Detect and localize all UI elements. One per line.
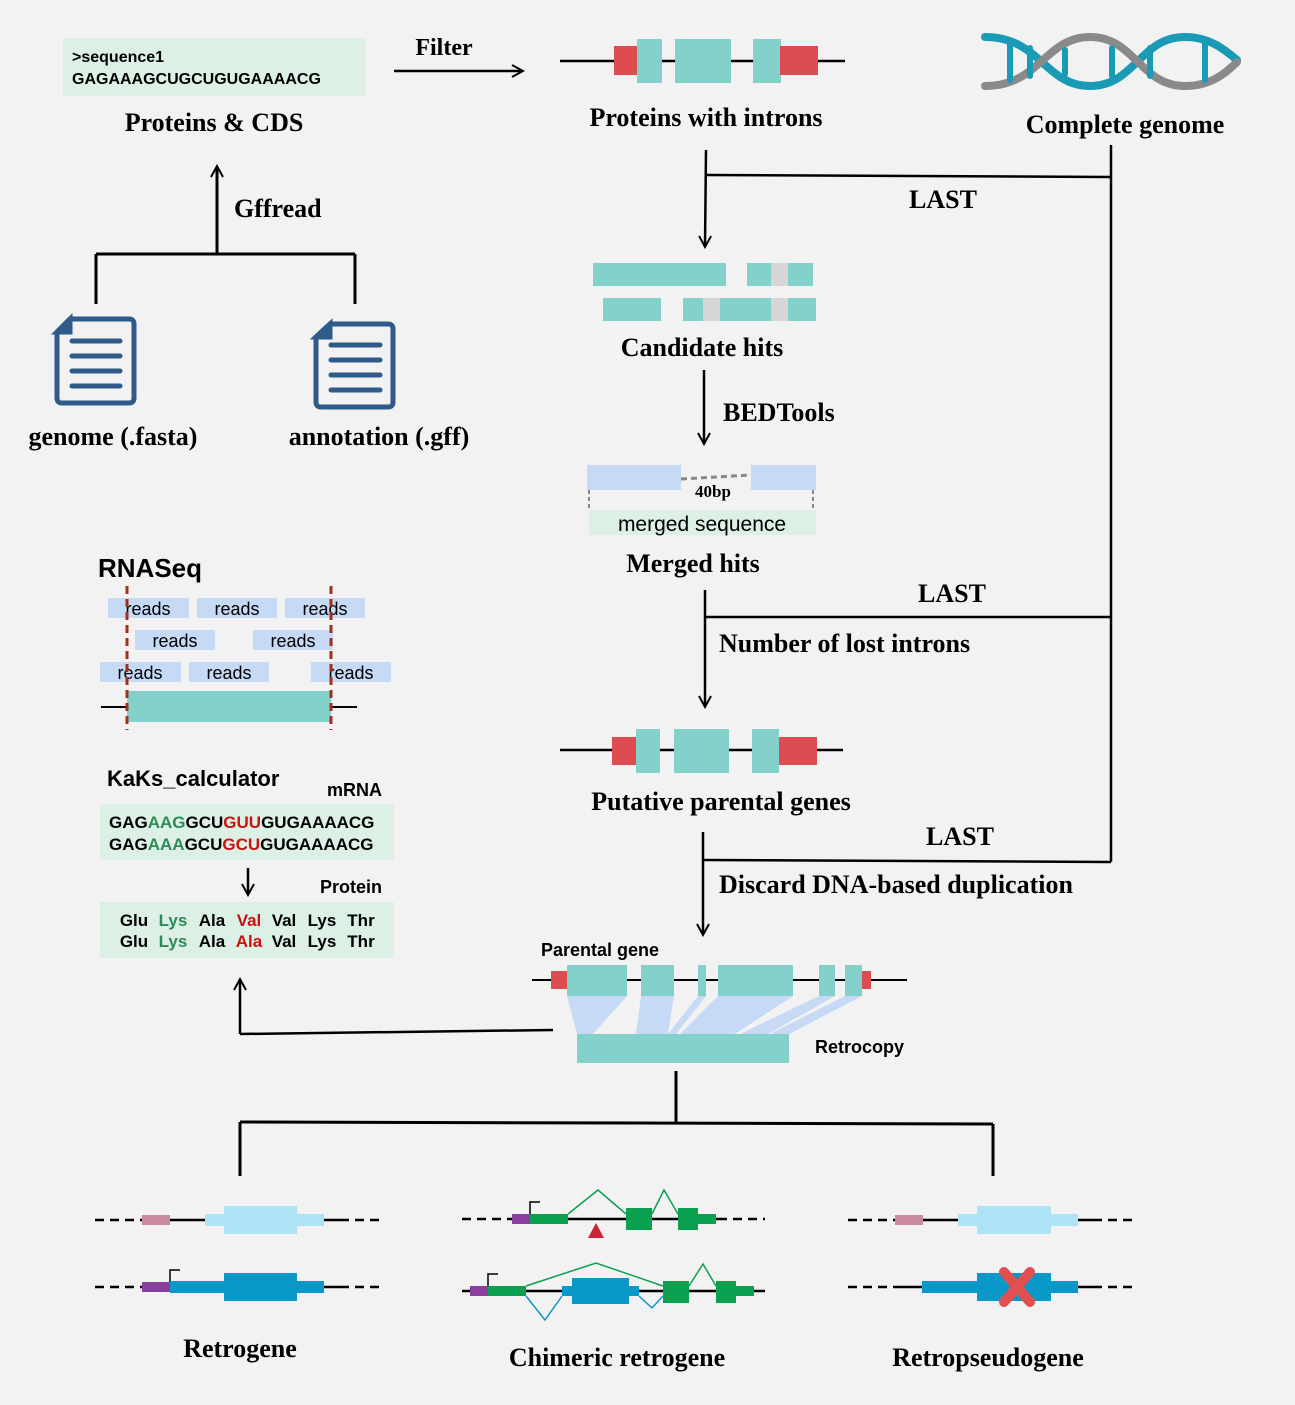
chimeric-label: Chimeric retrogene (509, 1343, 725, 1372)
protein-box (100, 902, 394, 958)
candidate-hits-label: Candidate hits (621, 333, 784, 362)
retrogene-label: Retrogene (183, 1334, 297, 1363)
rnaseq-read-labels: reads reads reads reads reads reads read… (117, 599, 373, 683)
annotation-label: annotation (.gff) (289, 422, 470, 451)
genome-document-icon (50, 312, 137, 406)
svg-text:Lys: Lys (159, 911, 188, 930)
retrocopy-label: Retrocopy (815, 1037, 904, 1057)
cross-icon (999, 1267, 1035, 1307)
annotation-document-icon (309, 318, 396, 410)
sequence-box: >sequence1 GAGAAAGCUGCUGUGAAAACG (63, 38, 366, 96)
gap-label: 40bp (695, 482, 731, 501)
kaks-title: KaKs_calculator (107, 766, 280, 791)
discard-label: Discard DNA-based duplication (719, 870, 1073, 899)
svg-text:Glu: Glu (120, 911, 148, 930)
promoter-arrow-icon (169, 1269, 180, 1282)
read-label: reads (302, 599, 347, 619)
proteins-with-introns-gene (560, 39, 845, 83)
read-label: reads (152, 631, 197, 651)
mrna-seq-2: GAGAAAGCUGCUGUGAAAACG (109, 835, 373, 854)
svg-text:Thr: Thr (347, 932, 375, 951)
gffread-tree (94, 167, 357, 304)
last-label-3: LAST (926, 822, 994, 851)
promoter-arrow-icon (487, 1273, 498, 1286)
rnaseq-title: RNASeq (98, 553, 202, 583)
protein-label: Protein (320, 877, 382, 897)
proteins-cds-label: Proteins & CDS (125, 108, 304, 137)
last-arrow-1 (705, 149, 706, 246)
mrna-box (100, 804, 394, 860)
outcome-tree (238, 1071, 995, 1176)
filter-label: Filter (415, 35, 473, 61)
svg-text:Val: Val (272, 911, 297, 930)
retropseudogene-label: Retropseudogene (892, 1343, 1084, 1372)
read-label: reads (117, 663, 162, 683)
svg-text:Val: Val (272, 932, 297, 951)
last-label-1: LAST (909, 185, 977, 214)
complete-genome-label: Complete genome (1026, 110, 1225, 139)
putative-parental-gene (560, 729, 843, 773)
genome-connector-lines (702, 145, 1113, 864)
promoter-arrow-icon (529, 1201, 540, 1214)
svg-text:Ala: Ala (199, 932, 226, 951)
svg-text:Thr: Thr (347, 911, 375, 930)
parental-gene-label: Parental gene (541, 940, 659, 960)
retrogene-graphic (95, 1206, 385, 1301)
svg-text:Ala: Ala (236, 932, 263, 951)
sequence-header: >sequence1 (72, 49, 164, 66)
retropseudogene-graphic (848, 1206, 1138, 1307)
rnaseq-gene-track (101, 586, 357, 730)
triangle-icon (588, 1223, 604, 1238)
kaks-return-arrow (240, 980, 554, 1036)
read-label: reads (328, 663, 373, 683)
merged-sequence-label: merged sequence (618, 513, 786, 536)
last-label-2: LAST (918, 579, 986, 608)
genome-label: genome (.fasta) (29, 422, 198, 451)
gffread-label: Gffread (234, 194, 322, 223)
merged-hits-graphic (587, 465, 816, 535)
svg-text:Lys: Lys (308, 911, 337, 930)
sequence-text: GAGAAAGCUGCUGUGAAAACG (72, 71, 321, 88)
svg-text:Glu: Glu (120, 932, 148, 951)
svg-text:Ala: Ala (199, 911, 226, 930)
merged-hits-label: Merged hits (626, 549, 760, 578)
dna-icon (981, 32, 1241, 91)
svg-text:Val: Val (237, 911, 262, 930)
read-label: reads (206, 663, 251, 683)
svg-text:Lys: Lys (159, 932, 188, 951)
read-label: reads (214, 599, 259, 619)
parental-retrocopy-alignment (532, 965, 907, 1063)
read-label: reads (125, 599, 170, 619)
chimeric-retrogene-graphic (462, 1188, 765, 1322)
read-label: reads (270, 631, 315, 651)
bedtools-label: BEDTools (723, 398, 835, 427)
candidate-hits-blocks (593, 263, 816, 321)
protein-seq-2: Glu Lys Ala Ala Val Lys Thr (120, 932, 375, 951)
proteins-with-introns-label: Proteins with introns (589, 103, 822, 132)
putative-parental-label: Putative parental genes (591, 787, 851, 816)
protein-seq-1: Glu Lys Ala Val Val Lys Thr (120, 911, 375, 930)
svg-text:Lys: Lys (308, 932, 337, 951)
mrna-label: mRNA (327, 780, 382, 800)
mrna-seq-1: GAGAAGGCUGUUGUGAAAACG (109, 813, 374, 832)
lost-introns-label: Number of lost introns (719, 629, 970, 658)
